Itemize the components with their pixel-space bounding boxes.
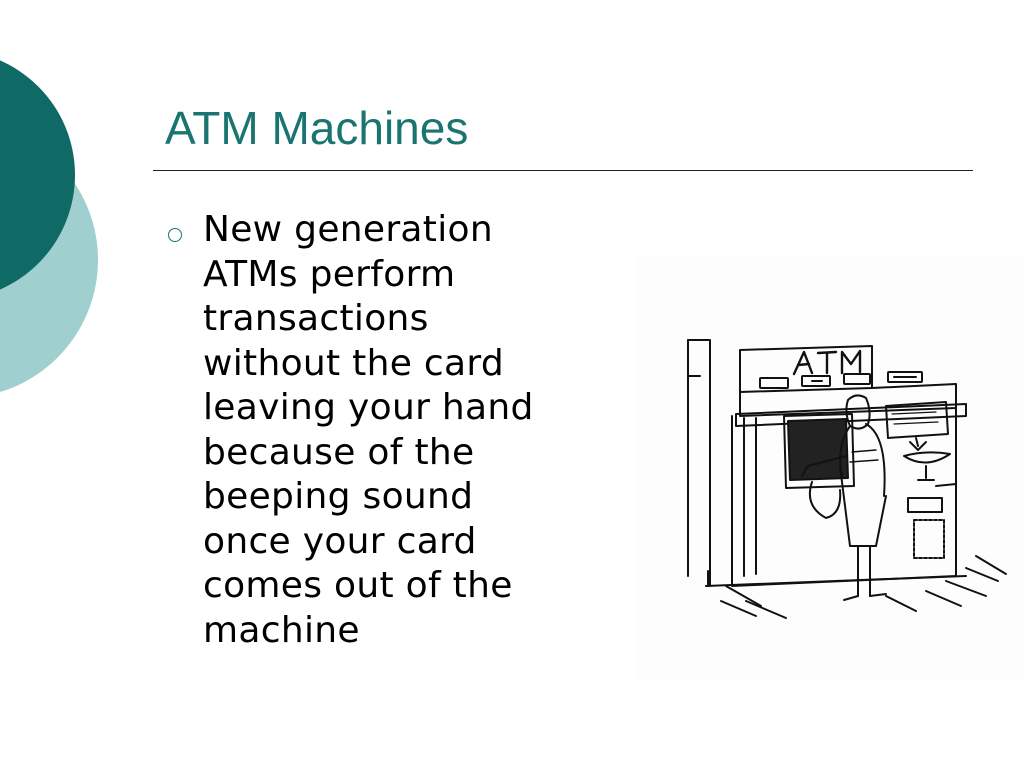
bullet-list: New generation ATMs perform transactions… (165, 208, 605, 653)
bullet-line: beeping sound (203, 476, 474, 517)
gratuities-sign (885, 401, 951, 481)
bullet-line: comes out of the (203, 565, 513, 606)
bullet-line: New generation (203, 209, 493, 250)
atm-cartoon-image (636, 256, 1024, 680)
bullet-circle-icon (168, 228, 182, 242)
decorative-circles (0, 60, 98, 393)
bullet-line: ATMs perform (203, 253, 456, 295)
atm-machine (731, 345, 967, 587)
atm-sign (792, 349, 862, 376)
bullet-line: leaving your hand (203, 387, 534, 428)
bullet-line: transactions (203, 298, 429, 339)
bullet-line: without the card (203, 342, 504, 384)
bullet-line: once your card (203, 520, 477, 562)
dark-teal-circle (0, 60, 75, 290)
bullet-text: New generation ATMs perform transactions… (203, 208, 605, 653)
wall-lines (687, 339, 711, 587)
bullet-item: New generation ATMs perform transactions… (165, 208, 605, 653)
person-figure (801, 394, 887, 601)
floor-lines (705, 555, 1007, 619)
bullet-line: because of the (203, 431, 475, 473)
bullet-line: machine (203, 609, 360, 651)
title-divider (153, 170, 973, 171)
slide-title: ATM Machines (165, 102, 469, 154)
